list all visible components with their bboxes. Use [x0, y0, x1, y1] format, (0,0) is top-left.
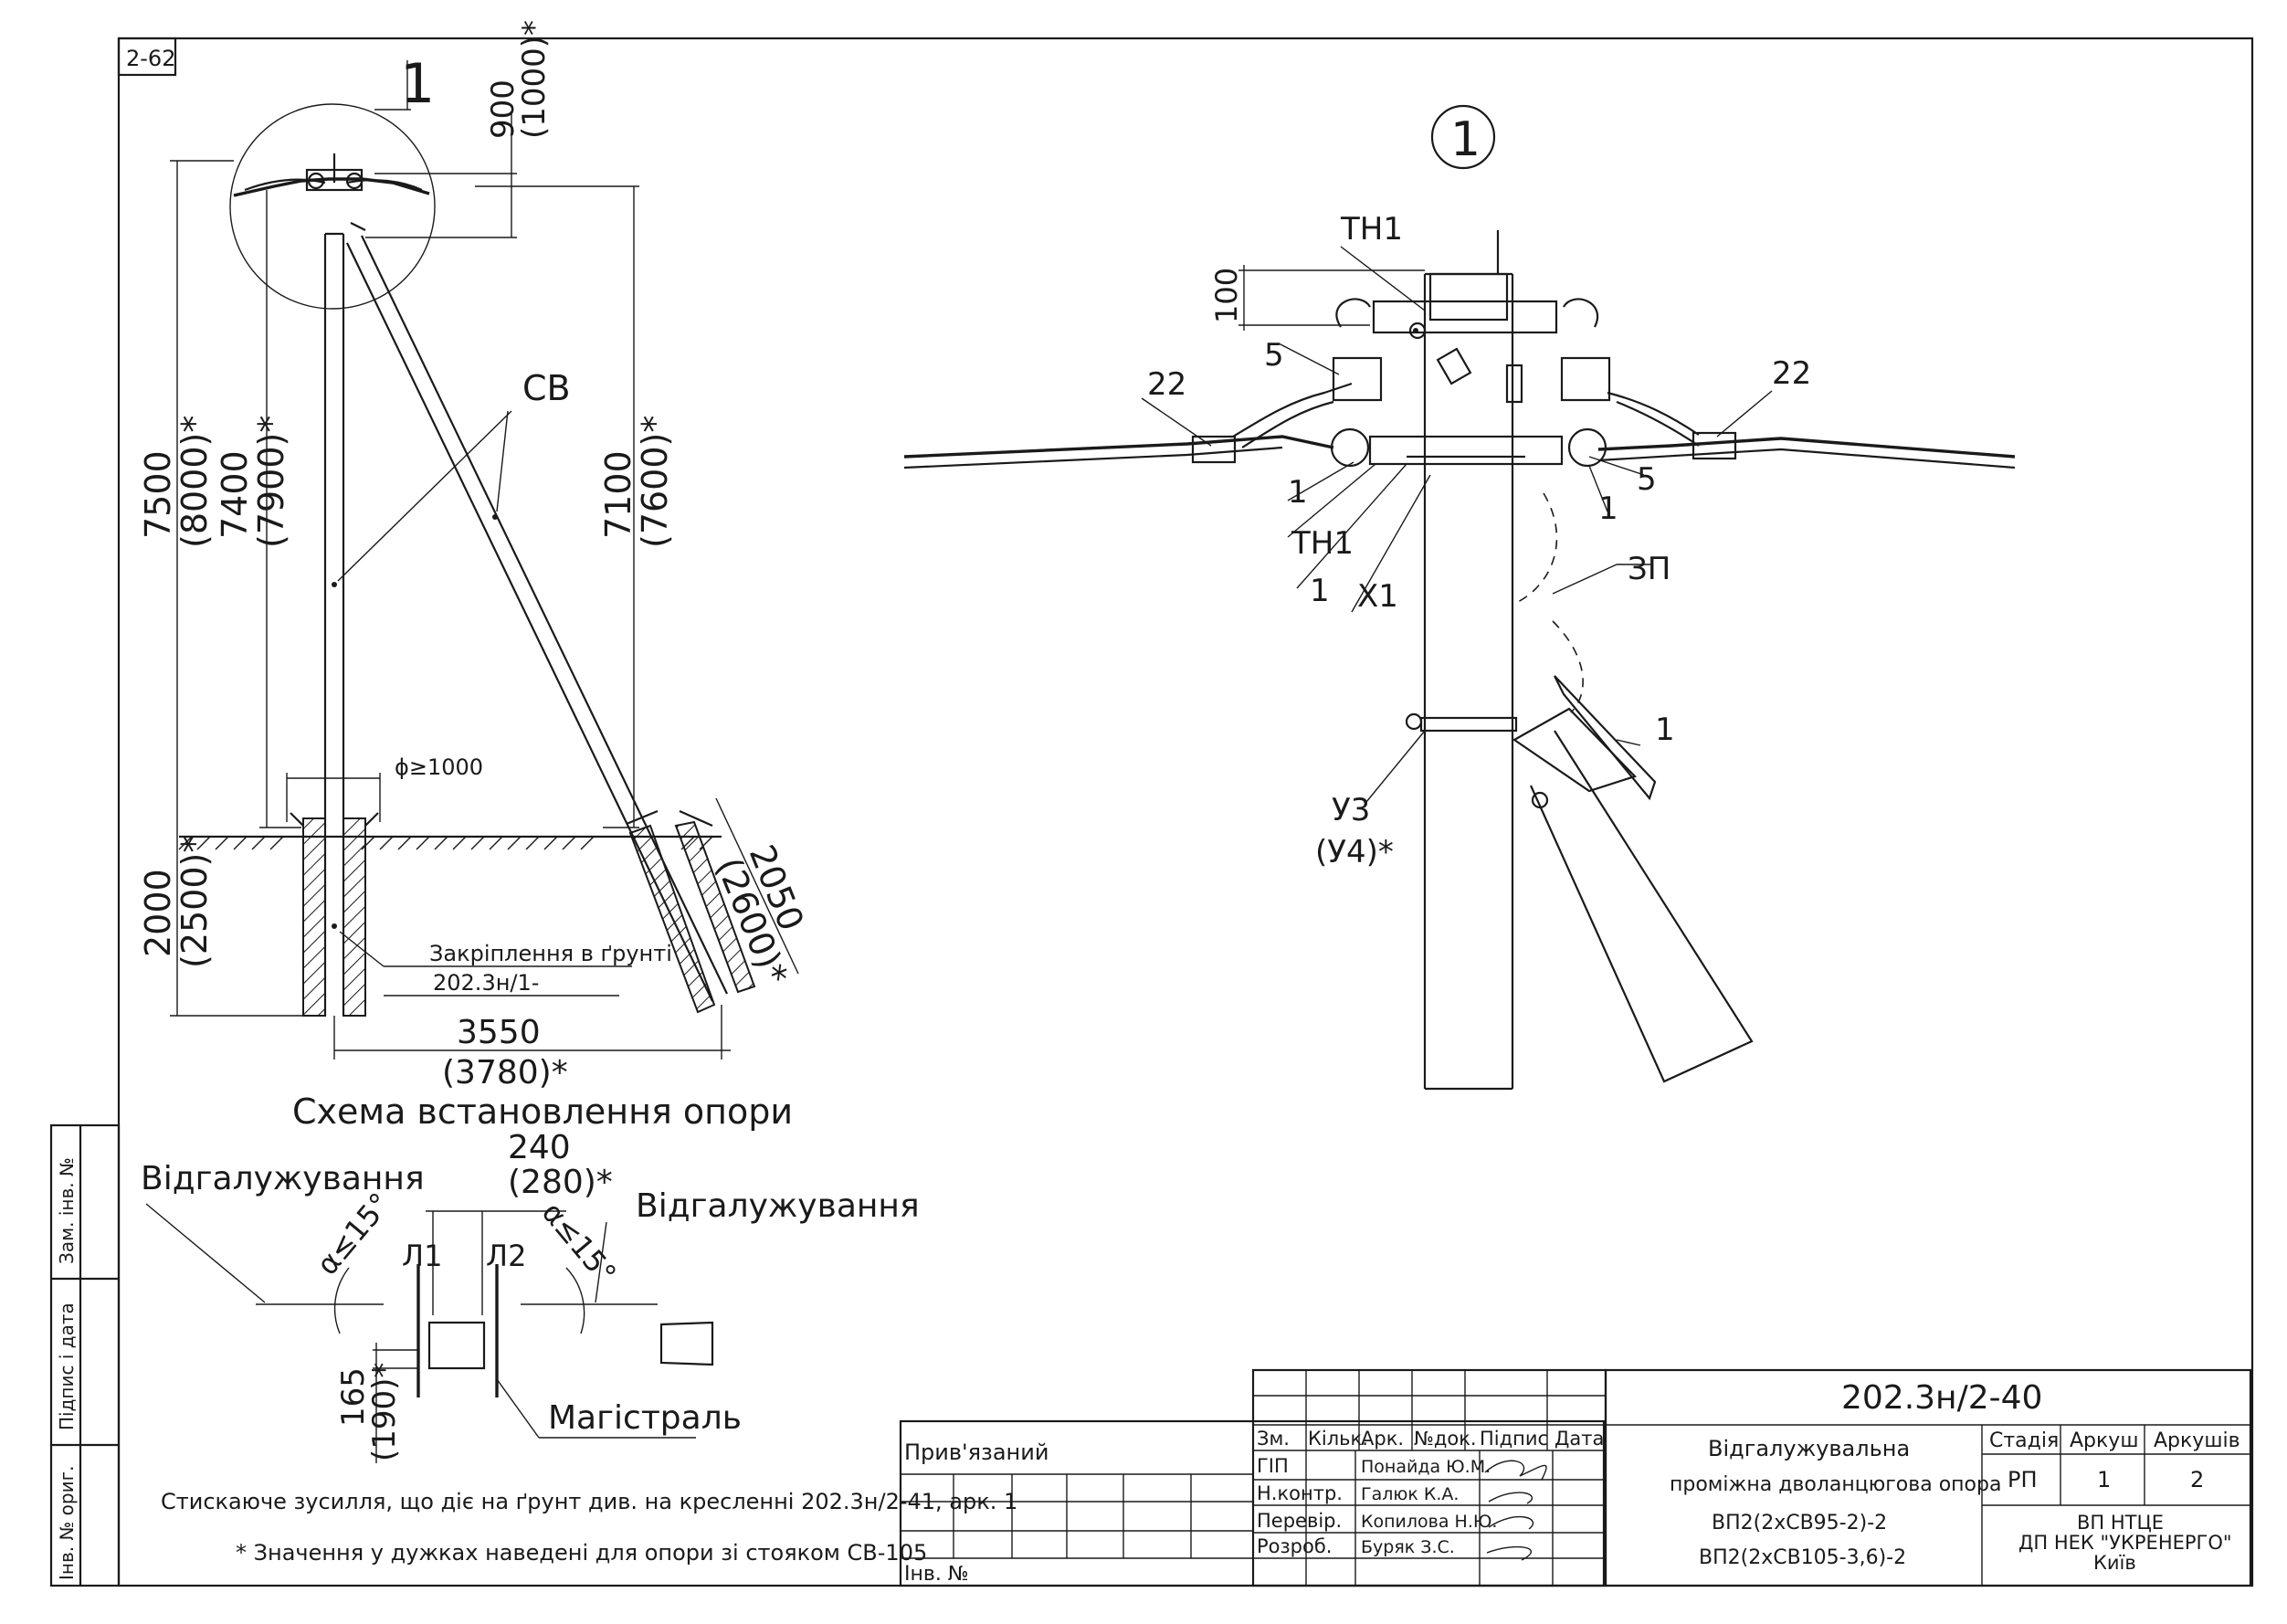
anchor-line2: 202.3н/1- — [433, 970, 539, 996]
attached-label: Прив'язаний — [904, 1439, 1049, 1465]
org-line-0: ВП НТЦЕ — [2077, 1512, 2164, 1534]
name-3: Буряк З.С. — [1361, 1537, 1455, 1557]
label-u3: У3 — [1332, 792, 1370, 828]
dim-280: (280)* — [508, 1164, 613, 1201]
dim-7400: 7400 — [215, 450, 255, 539]
detail-marker: 1 — [1450, 112, 1481, 167]
hdr-zm: Зм. — [1257, 1428, 1290, 1450]
alpha-right: α≤15° — [535, 1196, 623, 1292]
title-block: Прив'язаний Інв. № Зм. Кільк. Арк. №док.… — [899, 1368, 2252, 1587]
name-0: Понайда Ю.М. — [1361, 1457, 1491, 1477]
dim-2000: 2000 — [138, 869, 178, 957]
label-c1-brace: 1 — [1655, 712, 1675, 748]
label-c1-a: 1 — [1288, 474, 1308, 511]
sheet-code: 2-62 — [126, 46, 175, 71]
label-u4: (У4)* — [1315, 834, 1394, 870]
dim-7900: (7900)* — [251, 416, 291, 548]
sheet-hdr: Аркуш — [2070, 1429, 2138, 1452]
title-line-2: ВП2(2хСВ95-2)-2 — [1712, 1512, 1887, 1534]
label-c5-right: 5 — [1637, 461, 1657, 498]
sheets-value: 2 — [2190, 1467, 2204, 1492]
hdr-ark: Арк. — [1361, 1428, 1404, 1450]
label-main: Магістраль — [548, 1399, 742, 1437]
org-line-1: ДП НЕК "УКРЕНЕРГО" — [2018, 1532, 2232, 1554]
role-gip: ГІП — [1257, 1455, 1289, 1477]
sheet-value: 1 — [2097, 1467, 2111, 1492]
label-tn1-top: ТН1 — [1340, 211, 1403, 248]
label-c1-right: 1 — [1598, 490, 1618, 527]
install-caption: Схема встановлення опори — [292, 1091, 793, 1132]
label-l2: Л2 — [486, 1239, 526, 1273]
sheet-code-box — [117, 37, 177, 77]
role-nkontr: Н.контр. — [1257, 1482, 1343, 1504]
side-stamp-zam: Зам. інв. № — [56, 1157, 78, 1264]
dim-900: 900 — [485, 79, 522, 139]
side-stamp-inv: Інв. № ориг. — [56, 1466, 78, 1580]
dim-1000: (1000)* — [516, 20, 553, 139]
doc-code: 202.3н/2-40 — [1841, 1379, 2042, 1417]
dim-8000: (8000)* — [174, 416, 215, 548]
org-line-2: Київ — [2093, 1552, 2136, 1574]
plan-scheme: 240 (280)* Відгалужування Відгалужування… — [141, 1129, 920, 1463]
dim-240: 240 — [508, 1129, 571, 1166]
label-tn1-low: ТН1 — [1291, 525, 1354, 562]
detail-marker-circle — [1430, 104, 1496, 170]
sheets-hdr: Аркушів — [2154, 1429, 2240, 1452]
detail-view: 1 — [903, 104, 2016, 1091]
dim-165: 165 — [335, 1367, 372, 1427]
dim-2500: (2500)* — [174, 836, 215, 968]
branch-left: Відгалужування — [141, 1160, 425, 1197]
label-c22-right: 22 — [1772, 355, 1811, 392]
inv-no-label: Інв. № — [904, 1563, 969, 1586]
title-line-3: ВП2(2хСВ105-3,6)-2 — [1699, 1546, 1906, 1569]
anchor-line1: Закріплення в ґрунті — [429, 941, 672, 966]
label-c1-b: 1 — [1310, 573, 1330, 609]
name-1: Галюк К.А. — [1361, 1484, 1459, 1504]
label-c22-left: 22 — [1147, 366, 1186, 403]
alpha-left: α≤15° — [310, 1186, 397, 1282]
label-c5-left: 5 — [1264, 337, 1284, 374]
side-stamp: Зам. інв. № Підпис і дата Інв. № ориг. — [49, 1123, 121, 1587]
note-brackets: * Значення у дужках наведені для опори з… — [236, 1540, 927, 1566]
branch-right: Відгалужування — [636, 1187, 920, 1225]
role-rozrob: Розроб. — [1257, 1535, 1332, 1557]
title-line-1: проміжна дволанцюгова опора — [1670, 1473, 2001, 1496]
label-x1: Х1 — [1357, 578, 1398, 615]
stage-hdr: Стадія — [1989, 1429, 2059, 1452]
hdr-sign: Підпис — [1480, 1428, 1548, 1450]
label-zp: ЗП — [1628, 551, 1670, 587]
detail-circle — [229, 103, 436, 310]
view-marker: 1 — [400, 52, 435, 116]
hdr-kilk: Кільк. — [1308, 1428, 1368, 1450]
stage-value: РП — [2008, 1467, 2038, 1492]
hdr-dok: №док. — [1414, 1428, 1477, 1450]
dim-7500: 7500 — [138, 450, 178, 539]
name-2: Копилова Н.Ю. — [1361, 1512, 1497, 1532]
title-line-0: Відгалужувальна — [1708, 1436, 1910, 1461]
dim-phi: ϕ≥1000 — [395, 754, 483, 780]
dim-100: 100 — [1209, 268, 1244, 323]
dim-3780: (3780)* — [442, 1054, 568, 1091]
label-cv: СВ — [522, 368, 571, 408]
side-stamp-sign-date: Підпис і дата — [56, 1302, 78, 1430]
role-perevir: Перевір. — [1257, 1510, 1342, 1532]
dim-7600: (7600)* — [635, 416, 675, 548]
outer-frame — [117, 37, 2254, 1587]
hdr-date: Дата — [1555, 1428, 1604, 1450]
dim-7100: 7100 — [598, 450, 638, 539]
installation-scheme: 1 — [138, 20, 812, 1132]
dim-190: (190)* — [366, 1363, 403, 1461]
note-force: Стискаюче зусилля, що діє на ґрунт див. … — [161, 1489, 1017, 1514]
label-l1: Л1 — [402, 1239, 442, 1273]
signature-marks — [1484, 1460, 1547, 1561]
dim-3550: 3550 — [457, 1014, 541, 1051]
